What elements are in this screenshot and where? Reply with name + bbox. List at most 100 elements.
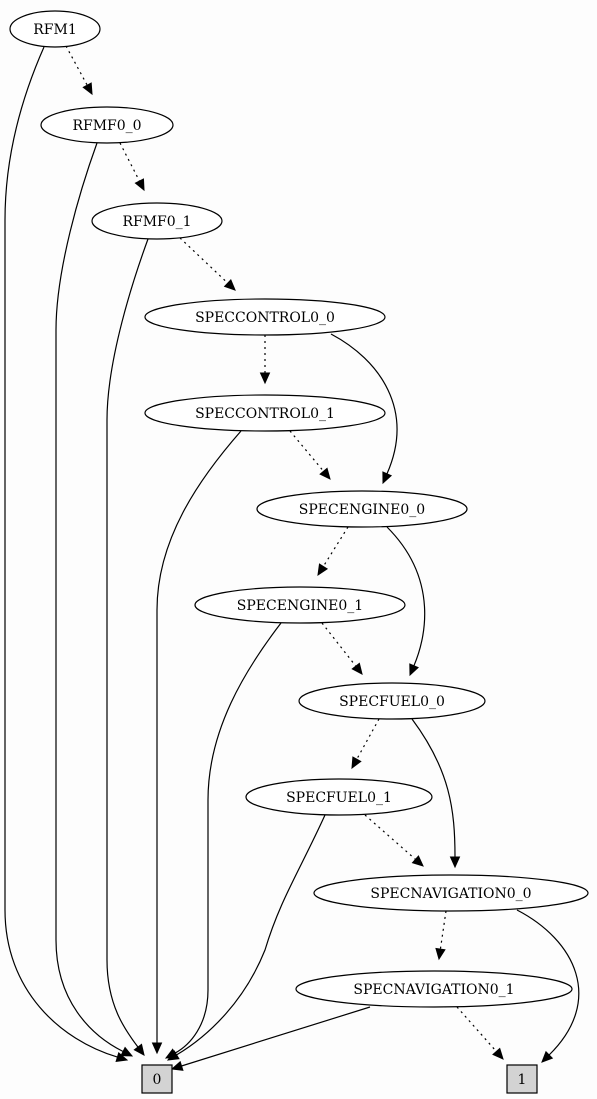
node-label: SPECNAVIGATION0_1	[353, 982, 514, 998]
edge-speccontrol0_0-to-speccontrol0_1	[259, 335, 271, 385]
edge-line	[106, 238, 149, 1048]
arrowhead-icon	[170, 1060, 184, 1071]
edge-line	[322, 526, 349, 567]
edge-specengine0_1-to-t0	[164, 622, 282, 1059]
node-label: SPECENGINE0_0	[299, 502, 425, 518]
edge-specengine0_1-to-specfuel0_0	[321, 622, 363, 675]
node-specengine0_0: SPECENGINE0_0	[256, 490, 468, 528]
arrowhead-icon	[82, 82, 93, 96]
node-ellipse	[40, 106, 174, 144]
arrowhead-icon	[435, 947, 446, 961]
node-specengine0_1: SPECENGINE0_1	[194, 586, 406, 624]
arrowhead-icon	[411, 855, 424, 867]
node-speccontrol0_0: SPECCONTROL0_0	[144, 298, 386, 336]
node-specfuel0_1: SPECFUEL0_1	[245, 778, 433, 816]
edge-line	[289, 430, 325, 472]
edge-rfmf0_0-to-rfmf0_1	[119, 142, 145, 192]
edge-rfmf0_0-to-t0	[55, 142, 134, 1057]
node-ellipse	[9, 10, 101, 48]
node-ellipse	[91, 202, 223, 240]
node-specnavigation0_0: SPECNAVIGATION0_0	[313, 874, 589, 912]
arrowhead-icon	[120, 1046, 134, 1057]
node-label: SPECENGINE0_1	[237, 598, 363, 614]
node-rfm1: RFM1	[9, 10, 101, 48]
edge-rfm1-to-rfmf0_0	[65, 45, 93, 96]
edge-specnavigation0_1-to-t0	[170, 1006, 371, 1071]
arrowhead-icon	[351, 662, 363, 675]
arrowhead-icon	[317, 563, 329, 577]
edge-line	[156, 430, 242, 1043]
edge-specnavigation0_0-to-t1	[516, 909, 580, 1063]
node-label: SPECCONTROL0_0	[195, 310, 335, 326]
arrowhead-icon	[166, 1050, 180, 1061]
arrowhead-icon	[409, 663, 419, 677]
node-ellipse	[245, 778, 433, 816]
node-label: RFM1	[33, 22, 77, 38]
edge-line	[321, 622, 357, 667]
node-ellipse	[144, 394, 386, 432]
node-ellipse	[298, 682, 486, 720]
edge-specfuel0_1-to-specnavigation0_0	[364, 814, 424, 867]
node-ellipse	[295, 970, 573, 1008]
terminal-box	[506, 1064, 538, 1094]
edges-layer	[4, 45, 580, 1071]
node-label: 1	[518, 1072, 527, 1088]
edge-line	[356, 718, 380, 760]
edge-specfuel0_0-to-specfuel0_1	[351, 718, 380, 770]
edge-line	[176, 814, 326, 1056]
edge-speccontrol0_0-to-specengine0_0	[330, 333, 398, 485]
node-t0: 0	[141, 1064, 173, 1094]
edge-specengine0_0-to-specengine0_1	[317, 526, 349, 577]
node-ellipse	[144, 298, 386, 336]
node-ellipse	[194, 586, 406, 624]
node-ellipse	[313, 874, 589, 912]
edge-line	[386, 526, 426, 667]
edge-line	[55, 142, 124, 1053]
node-label: SPECFUEL0_0	[339, 694, 445, 710]
node-label: SPECNAVIGATION0_0	[370, 886, 531, 902]
edge-rfm1-to-t0	[4, 46, 129, 1063]
edge-line	[456, 1006, 497, 1052]
node-label: 0	[153, 1072, 162, 1088]
edge-line	[411, 718, 456, 858]
edge-specfuel0_0-to-specnavigation0_0	[411, 718, 461, 869]
arrowhead-icon	[223, 278, 236, 291]
edge-specfuel0_1-to-t0	[166, 814, 326, 1061]
node-label: SPECFUEL0_1	[286, 790, 392, 806]
arrowhead-icon	[151, 1042, 163, 1055]
arrowhead-icon	[541, 1050, 554, 1063]
edge-rfmf0_1-to-t0	[106, 238, 149, 1056]
arrowhead-icon	[492, 1047, 504, 1060]
terminal-box	[141, 1064, 173, 1094]
edge-line	[179, 237, 229, 284]
edge-speccontrol0_1-to-t0	[151, 430, 242, 1055]
arrowhead-icon	[259, 372, 271, 385]
edge-line	[181, 1006, 371, 1067]
edge-line	[65, 45, 88, 86]
edge-specnavigation0_0-to-specnavigation0_1	[435, 910, 447, 961]
node-rfmf0_1: RFMF0_1	[91, 202, 223, 240]
edge-line	[364, 814, 416, 860]
edge-rfmf0_1-to-speccontrol0_0	[179, 237, 236, 291]
arrowhead-icon	[382, 471, 393, 485]
edge-line	[174, 622, 282, 1054]
edge-specnavigation0_1-to-t1	[456, 1006, 504, 1060]
node-specfuel0_0: SPECFUEL0_0	[298, 682, 486, 720]
edge-line	[439, 910, 447, 950]
node-rfmf0_0: RFMF0_0	[40, 106, 174, 144]
node-label: RFMF0_0	[72, 118, 141, 134]
arrowhead-icon	[115, 1051, 129, 1063]
edge-line	[119, 142, 141, 182]
node-label: RFMF0_1	[122, 214, 191, 230]
arrowhead-icon	[319, 467, 331, 480]
node-speccontrol0_1: SPECCONTROL0_1	[144, 394, 386, 432]
node-label: SPECCONTROL0_1	[195, 406, 335, 422]
arrowhead-icon	[134, 178, 145, 192]
arrowhead-icon	[449, 856, 461, 869]
node-t1: 1	[506, 1064, 538, 1094]
node-ellipse	[256, 490, 468, 528]
edge-specengine0_0-to-specfuel0_0	[386, 526, 426, 677]
edge-speccontrol0_1-to-specengine0_0	[289, 430, 331, 480]
node-specnavigation0_1: SPECNAVIGATION0_1	[295, 970, 573, 1008]
